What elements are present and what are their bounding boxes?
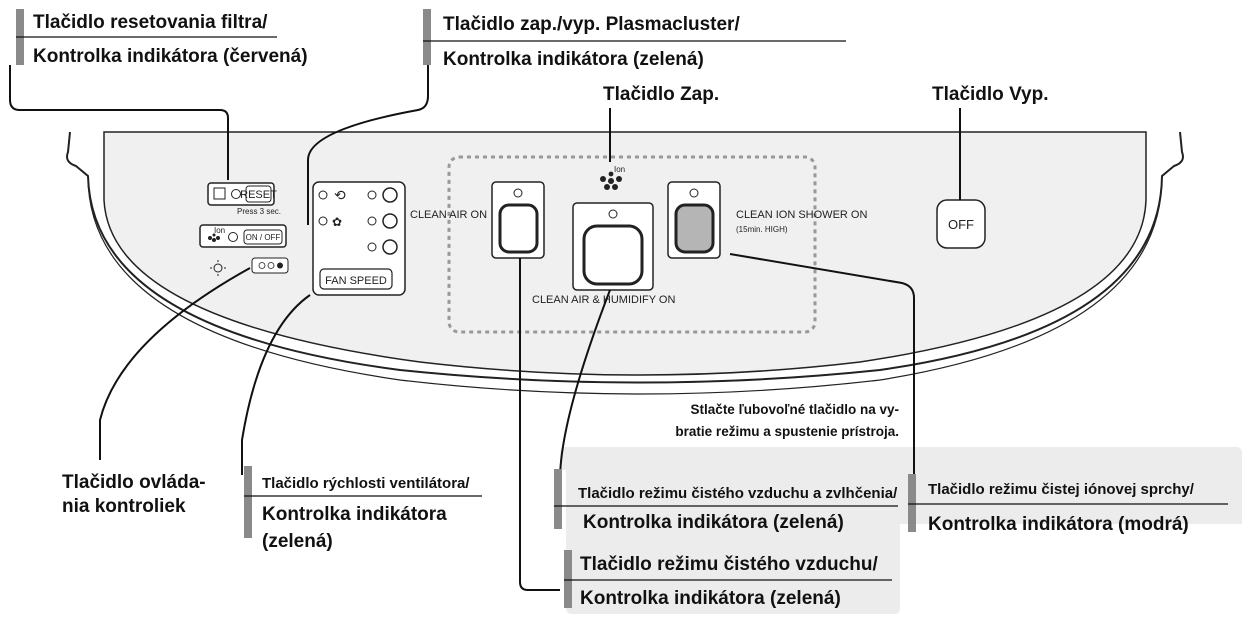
callout-fan-line3: (zelená) <box>262 531 333 552</box>
callout-plasmacluster-line1: Tlačidlo zap./vyp. Plasmacluster/ <box>443 14 740 35</box>
reset-control: RESET Press 3 sec. <box>207 182 281 216</box>
callout-reset-line1: Tlačidlo resetovania filtra/ <box>33 12 268 33</box>
callout-fan-line2: Kontrolka indikátora <box>262 504 447 525</box>
callout-plasmacluster-line2: Kontrolka indikátora (zelená) <box>443 49 704 70</box>
clean-air-button[interactable] <box>498 203 539 254</box>
callout-on: Tlačidlo Zap. <box>603 84 719 105</box>
callout-clean-air-line1: Tlačidlo režimu čistého vzduchu/ <box>580 554 878 575</box>
note-line2: bratie režimu a spustenie prístroja. <box>675 424 899 439</box>
light-control-button[interactable] <box>251 257 289 274</box>
fan-medium-icon <box>382 213 398 229</box>
fan-speed-control: ⟲ ✿ FAN SPEED <box>312 181 406 296</box>
clean-air-humidify-control: Ion CLEAN AIR & HUMIDIFY ON <box>532 165 675 306</box>
off-control: OFF <box>936 199 986 249</box>
reset-button-label: RESET <box>240 189 277 201</box>
callout-humidify-line2: Kontrolka indikátora (zelená) <box>583 512 844 533</box>
note-background <box>560 447 1242 614</box>
clean-ion-shower-control: CLEAN ION SHOWER ON (15min. HIGH) <box>667 181 867 259</box>
note-line1: Stlačte ľubovoľné tlačidlo na vy- <box>691 402 899 417</box>
onoff-button[interactable] <box>243 229 283 245</box>
clean-air-control: CLEAN AIR ON <box>410 181 545 259</box>
ion-mini-label: Ion <box>214 226 225 235</box>
callout-fan-line1: Tlačidlo rýchlosti ventilátora/ <box>262 475 470 492</box>
ion-label: Ion <box>614 165 625 174</box>
reset-button[interactable] <box>245 185 272 203</box>
onoff-button-label: ON / OFF <box>246 233 281 242</box>
clean-air-humidify-on-label: CLEAN AIR & HUMIDIFY ON <box>532 294 675 306</box>
callout-ion-shower-line2: Kontrolka indikátora (modrá) <box>928 514 1189 535</box>
off-button-label: OFF <box>948 217 974 232</box>
callout-off: Tlačidlo Vyp. <box>932 84 1049 105</box>
plasmacluster-control: Ion ON / OFF <box>199 224 287 248</box>
fan-low-icon: ✿ <box>332 215 342 229</box>
clean-ion-shower-on-label: CLEAN ION SHOWER ON <box>736 209 867 221</box>
callout-light-line2: nia kontroliek <box>62 496 186 517</box>
press-3-sec-label: Press 3 sec. <box>237 207 281 216</box>
callout-underlines <box>16 36 1228 581</box>
callout-reset-line2: Kontrolka indikátora (červená) <box>33 46 308 67</box>
clean-ion-shower-sub-label: (15min. HIGH) <box>736 225 788 234</box>
mode-group-dotted-frame <box>447 155 817 334</box>
callout-clean-air-line2: Kontrolka indikátora (zelená) <box>580 588 841 609</box>
clean-ion-shower-button[interactable] <box>674 203 715 254</box>
light-control <box>210 257 289 276</box>
svg-text:⟲: ⟲ <box>334 187 346 203</box>
callout-light-line1: Tlačidlo ovláda- <box>62 472 206 493</box>
clean-air-humidify-button[interactable] <box>582 224 644 286</box>
fan-speed-button-label: FAN SPEED <box>325 275 387 287</box>
fan-high-icon <box>382 187 398 203</box>
fan-speed-button[interactable] <box>319 268 393 290</box>
leader-lines <box>9 65 961 591</box>
sun-icon <box>213 263 223 273</box>
clean-air-on-label: CLEAN AIR ON <box>410 209 487 221</box>
fan-auto-icon <box>382 239 398 255</box>
callout-humidify-line1: Tlačidlo režimu čistého vzduchu a zvlhče… <box>578 485 898 502</box>
callout-ion-shower-line1: Tlačidlo režimu čistej iónovej sprchy/ <box>928 481 1195 498</box>
